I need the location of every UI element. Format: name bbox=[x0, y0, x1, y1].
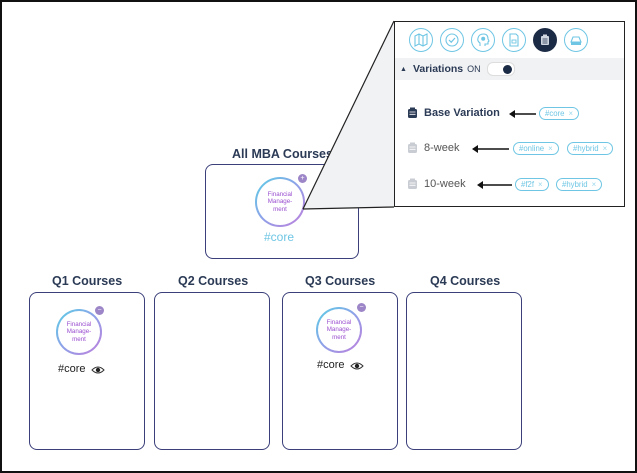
course-financial-management[interactable]: Financial Manage- ment bbox=[316, 307, 362, 353]
collapse-caret-icon[interactable]: ▲ bbox=[400, 65, 407, 73]
stack-list-icon[interactable] bbox=[533, 28, 557, 52]
remove-tag-icon[interactable]: × bbox=[602, 144, 608, 153]
eye-icon[interactable] bbox=[350, 361, 364, 371]
tag-chip[interactable]: #core× bbox=[539, 107, 580, 120]
course-name-line-2: Manage- bbox=[267, 198, 293, 206]
course-financial-management[interactable]: Financial Manage- ment bbox=[255, 177, 305, 227]
remove-tag-icon[interactable]: × bbox=[591, 180, 597, 189]
course-name-line-3: ment bbox=[332, 333, 346, 341]
variations-popup: ▲ Variations ON Base Variation #core× 8-… bbox=[394, 21, 625, 207]
all-mba-courses-box[interactable]: Financial Manage- ment + #core bbox=[205, 164, 359, 259]
variation-row-base[interactable]: Base Variation bbox=[407, 104, 500, 122]
remove-tag-icon[interactable]: × bbox=[568, 109, 574, 118]
stack-list-icon bbox=[408, 178, 417, 189]
tag-chip-label: #hybrid bbox=[573, 144, 599, 153]
tag-chip[interactable]: #hybrid× bbox=[567, 142, 614, 155]
course-tag: #core bbox=[317, 359, 345, 371]
variation-label: 10-week bbox=[424, 178, 466, 190]
q2-courses-title: Q2 Courses bbox=[178, 274, 249, 288]
course-name-line-3: ment bbox=[273, 205, 287, 213]
all-mba-courses-title: All MBA Courses bbox=[232, 147, 333, 161]
q3-courses-box[interactable]: Financial Manage- ment − #core bbox=[282, 292, 398, 450]
tag-chip-label: #online bbox=[519, 144, 545, 153]
tray-icon[interactable] bbox=[564, 28, 588, 52]
tag-chip[interactable]: #hybrid× bbox=[556, 178, 603, 191]
map-icon[interactable] bbox=[409, 28, 433, 52]
tag-chip[interactable]: #online× bbox=[513, 142, 559, 155]
check-circle-icon[interactable] bbox=[440, 28, 464, 52]
q4-courses-box[interactable] bbox=[406, 292, 522, 450]
remove-badge-icon[interactable]: − bbox=[95, 306, 104, 315]
variation-label: 8-week bbox=[424, 142, 460, 154]
popup-icon-toolbar bbox=[409, 28, 588, 54]
course-name-line-1: Financial bbox=[66, 320, 92, 328]
course-name-line-2: Manage- bbox=[326, 326, 352, 334]
head-brain-icon[interactable] bbox=[471, 28, 495, 52]
q2-courses-box[interactable] bbox=[154, 292, 270, 450]
course-name-line-1: Financial bbox=[326, 318, 352, 326]
variations-toggle[interactable] bbox=[486, 62, 515, 76]
variations-label: Variations bbox=[412, 63, 464, 75]
course-name-line-3: ment bbox=[72, 335, 86, 343]
tag-chip[interactable]: #f2f× bbox=[515, 178, 549, 191]
arrow-left-icon bbox=[472, 145, 509, 153]
remove-badge-icon[interactable]: − bbox=[357, 303, 366, 312]
variation-row-10-week[interactable]: 10-week bbox=[407, 175, 466, 193]
tag-chip-label: #f2f bbox=[521, 180, 535, 189]
q3-courses-title: Q3 Courses bbox=[305, 274, 376, 288]
add-badge-icon[interactable]: + bbox=[298, 174, 307, 183]
stack-list-icon bbox=[408, 107, 417, 118]
variation-row-8-week[interactable]: 8-week bbox=[407, 139, 459, 157]
variations-state-label: ON bbox=[467, 64, 481, 74]
course-name-line-1: Financial bbox=[267, 190, 293, 198]
eye-icon[interactable] bbox=[91, 365, 105, 375]
q4-courses-title: Q4 Courses bbox=[430, 274, 501, 288]
course-tag: #core bbox=[58, 363, 86, 375]
tag-chip-label: #hybrid bbox=[562, 180, 588, 189]
remove-tag-icon[interactable]: × bbox=[548, 144, 553, 153]
course-financial-management[interactable]: Financial Manage- ment bbox=[56, 309, 102, 355]
tag-chip-label: #core bbox=[545, 109, 565, 118]
arrow-left-icon bbox=[509, 110, 536, 118]
q1-courses-title: Q1 Courses bbox=[52, 274, 123, 288]
variations-header: ▲ Variations ON bbox=[395, 58, 624, 80]
arrow-left-icon bbox=[477, 181, 512, 189]
course-name-line-2: Manage- bbox=[66, 328, 92, 336]
course-tag: #core bbox=[264, 230, 295, 244]
stack-list-icon bbox=[408, 142, 417, 153]
toggle-knob bbox=[502, 64, 512, 74]
document-icon[interactable] bbox=[502, 28, 526, 52]
variation-label: Base Variation bbox=[424, 107, 500, 119]
q1-courses-box[interactable]: Financial Manage- ment − #core bbox=[29, 292, 145, 450]
remove-tag-icon[interactable]: × bbox=[538, 180, 543, 189]
